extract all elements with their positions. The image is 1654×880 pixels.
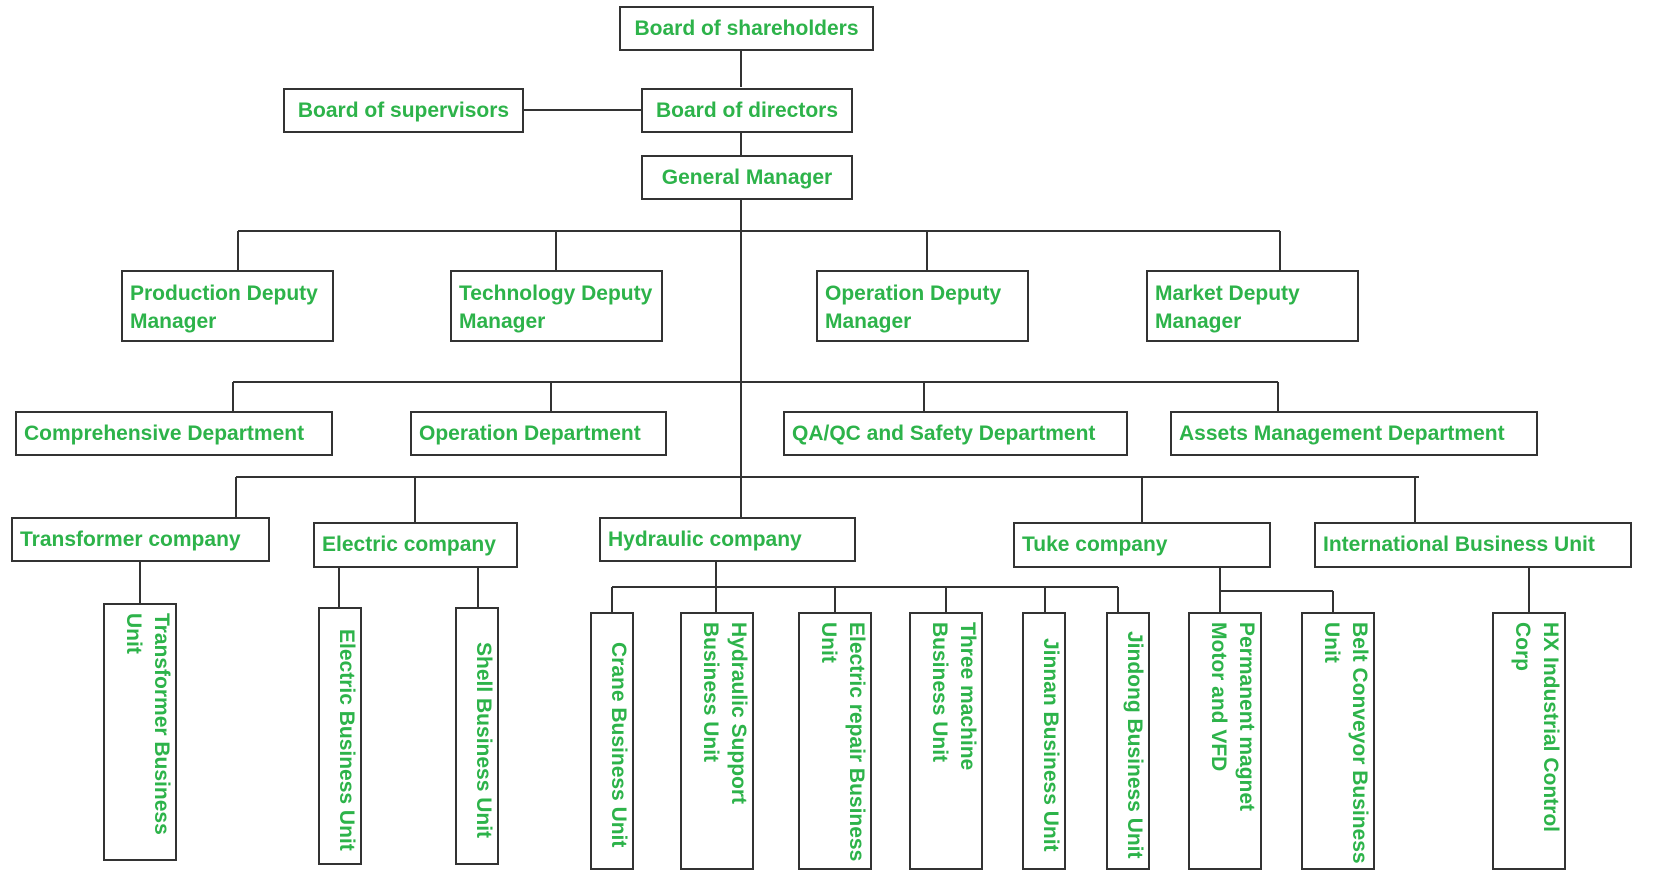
deputy-production: Production Deputy Manager	[121, 270, 334, 342]
board-of-directors: Board of directors	[641, 88, 853, 133]
unit-crane: Crane Business Unit	[590, 612, 634, 870]
company-tuke: Tuke company	[1013, 522, 1271, 568]
unit-permanent-magnet: Permanent magnet Motor and VFD	[1188, 612, 1262, 870]
unit-shell: Shell Business Unit	[455, 607, 499, 865]
dept-assets-management: Assets Management Department	[1170, 411, 1538, 456]
general-manager: General Manager	[641, 155, 853, 200]
unit-hydraulic-support: Hydraulic Support Business Unit	[680, 612, 754, 870]
company-international: International Business Unit	[1314, 522, 1632, 568]
company-hydraulic: Hydraulic company	[599, 517, 856, 562]
company-transformer: Transformer company	[11, 517, 270, 562]
unit-electric-repair: Electric repair Business Unit	[798, 612, 872, 870]
unit-jinnan: Jinnan Business Unit	[1022, 612, 1066, 870]
company-electric: Electric company	[313, 522, 518, 568]
board-of-supervisors: Board of supervisors	[283, 88, 524, 133]
unit-jindong: Jindong Business Unit	[1106, 612, 1150, 870]
board-of-shareholders: Board of shareholders	[619, 6, 874, 51]
unit-transformer: Transformer Business Unit	[103, 603, 177, 861]
dept-operation: Operation Department	[410, 411, 667, 456]
deputy-market: Market Deputy Manager	[1146, 270, 1359, 342]
dept-qaqc-safety: QA/QC and Safety Department	[783, 411, 1128, 456]
dept-comprehensive: Comprehensive Department	[15, 411, 333, 456]
unit-hx-industrial-control: HX Industrial Control Corp	[1492, 612, 1566, 870]
unit-belt-conveyor: Belt Conveyor Business Unit	[1301, 612, 1375, 870]
deputy-technology: Technology Deputy Manager	[450, 270, 663, 342]
unit-three-machine: Three machine Business Unit	[909, 612, 983, 870]
unit-electric: Electric Business Unit	[318, 607, 362, 865]
deputy-operation: Operation Deputy Manager	[816, 270, 1029, 342]
